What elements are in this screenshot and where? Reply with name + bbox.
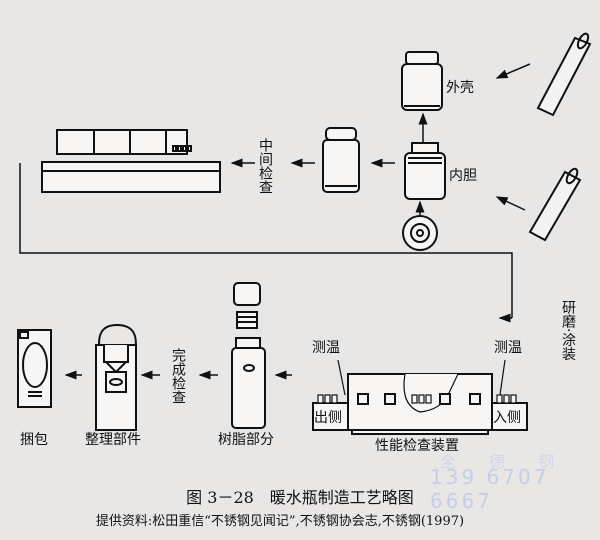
label-outer-shell: 外壳	[446, 79, 474, 96]
label-temp-measure-left: 测温	[312, 340, 340, 356]
process-flow-line	[19, 163, 513, 318]
steel-tube-middle	[528, 167, 582, 242]
assembled-bottle	[322, 127, 360, 193]
label-packing: 捆包	[20, 432, 48, 448]
label-resin-parts: 树脂部分	[218, 432, 274, 448]
figure-caption: 图 3－28 暖水瓶制造工艺略图	[186, 488, 414, 507]
label-middle-check: 中间检查	[257, 138, 273, 194]
label-performance-device: 性能检查装置	[375, 438, 459, 454]
watermark-phone: 139 6707 6667	[430, 465, 550, 513]
label-finishing-parts: 整理部件	[85, 432, 141, 448]
label-final-check: 完成检查	[170, 348, 186, 404]
flow-arrows	[64, 63, 531, 383]
resin-parts	[231, 282, 266, 429]
inner-liner-bottle	[404, 142, 446, 200]
label-temp-measure-right: 测温	[494, 340, 522, 356]
assembly-machine	[41, 129, 221, 193]
watermark-text: 全 德 钢	[440, 452, 569, 471]
performance-check-device	[312, 359, 528, 435]
label-polish-coat: 研磨·涂装	[560, 300, 576, 361]
bottom-disc	[402, 215, 438, 251]
label-entry-side: 入侧	[493, 410, 521, 426]
figure-source: 提供资料:松田重信“不锈钢见闻记”,不锈钢协会志,不锈钢(1997)	[95, 514, 465, 529]
steel-tube-top	[536, 32, 592, 117]
outer-shell-bottle	[401, 51, 443, 111]
label-exit-side: 出侧	[314, 410, 342, 426]
package-box	[17, 329, 52, 408]
label-inner-liner: 内胆	[449, 168, 477, 184]
carry-bag	[95, 323, 137, 431]
